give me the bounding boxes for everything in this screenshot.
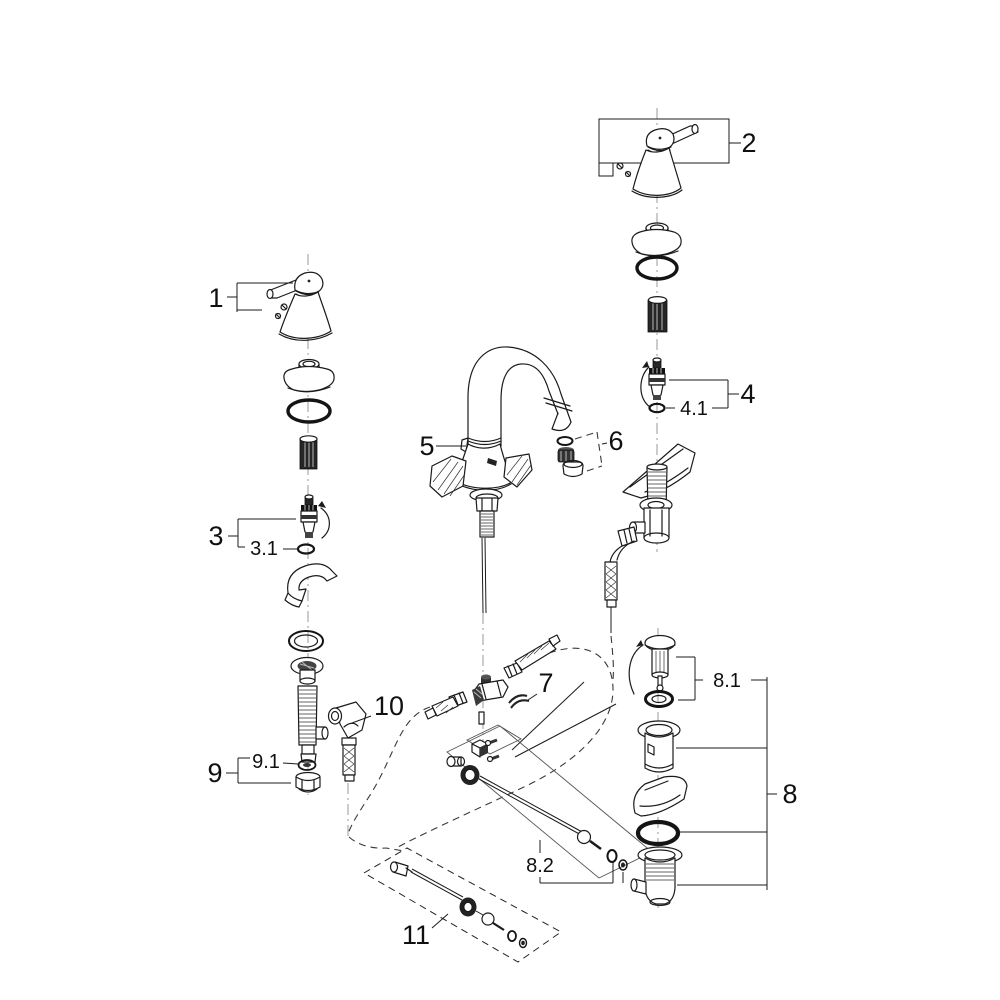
valve-body-right xyxy=(604,507,670,633)
rod-ball xyxy=(576,829,592,845)
sink-cutaway-hatch xyxy=(429,453,533,498)
part-label-3-1: 3.1 xyxy=(250,538,278,560)
cartridge-left xyxy=(300,494,330,539)
brand-mark xyxy=(487,458,497,466)
leader-10 xyxy=(351,715,372,724)
retaining-clip-7 xyxy=(508,694,530,709)
o-ring-4-1 xyxy=(648,402,666,414)
rod-assembly-11 xyxy=(363,847,562,963)
part-label-6: 6 xyxy=(608,426,623,456)
drain-popup-plug xyxy=(628,634,676,695)
washer-9-1 xyxy=(297,759,317,771)
part-label-4: 4 xyxy=(740,379,755,409)
part-label-4-1: 4.1 xyxy=(680,398,708,420)
cartridge-right xyxy=(640,357,666,408)
leader-8 xyxy=(676,656,777,890)
part-label-5: 5 xyxy=(419,431,434,461)
part-label-8-2: 8.2 xyxy=(526,855,554,877)
leader-11 xyxy=(431,913,449,929)
pivot-pin xyxy=(478,711,485,725)
leader-6 xyxy=(601,442,608,445)
handle-skirt xyxy=(279,291,332,339)
handle-set-screws xyxy=(274,303,288,320)
escutcheon-right xyxy=(631,222,682,257)
aerator xyxy=(556,436,584,478)
part-label-2: 2 xyxy=(741,128,756,158)
hose-connection-leader xyxy=(511,681,585,751)
handle-left xyxy=(266,271,333,341)
dashed-box xyxy=(363,847,562,963)
part-label-3: 3 xyxy=(208,521,223,551)
part-label-9: 9 xyxy=(207,758,222,788)
rotation-arrow xyxy=(640,366,651,408)
extension-sleeve-right xyxy=(647,296,668,333)
handle-right xyxy=(616,123,699,198)
popup-rod-hardware xyxy=(446,738,628,871)
supply-tee xyxy=(424,634,561,725)
threaded-shank-left xyxy=(297,685,329,763)
leader-8-2 xyxy=(539,840,624,884)
rotation-arrow xyxy=(628,644,644,695)
part-label-1: 1 xyxy=(208,283,223,313)
hose-connection-leader xyxy=(514,703,617,758)
leader-3 xyxy=(228,518,297,550)
gasket-left xyxy=(288,630,324,652)
lift-rod xyxy=(481,537,487,614)
handle-set-screws xyxy=(616,162,632,178)
o-ring-left-escutcheon xyxy=(286,398,332,424)
rotation-arrow xyxy=(320,507,330,539)
mounting-nut-9 xyxy=(295,771,321,793)
leader-9 xyxy=(226,757,299,784)
handle-skirt xyxy=(632,147,682,196)
o-ring-3-1 xyxy=(296,543,316,555)
spout-shank xyxy=(469,488,503,614)
hose-elbow-10 xyxy=(327,701,367,782)
drain-body xyxy=(630,846,683,907)
drain-seal-ring xyxy=(644,690,674,708)
lever-end-cap xyxy=(691,123,699,135)
mounting-wedge-left xyxy=(284,563,338,608)
rod xyxy=(410,868,464,901)
part-label-7: 7 xyxy=(538,668,553,698)
part-label-8-1: 8.1 xyxy=(713,670,741,692)
leader-1 xyxy=(227,282,293,312)
o-ring-right-escutcheon xyxy=(635,255,679,281)
extension-sleeve-left xyxy=(299,435,318,470)
drain-o-ring xyxy=(635,819,681,847)
escutcheon-left xyxy=(283,358,335,393)
mounting-wedge-drain xyxy=(633,775,688,817)
lever-end-cap xyxy=(266,288,274,300)
part-label-9-1: 9.1 xyxy=(252,751,280,773)
drain-flange xyxy=(637,720,681,773)
leader-6-dashed xyxy=(574,431,603,472)
leader-7 xyxy=(527,693,538,701)
labels-and-leaders: 1 2 3 3.1 4 4.1 5 6 7 8 8.1 8.2 9 9.1 10… xyxy=(207,128,797,950)
flanged-bushing-left xyxy=(290,656,324,685)
part-label-11: 11 xyxy=(402,920,430,950)
part-label-8: 8 xyxy=(782,779,797,809)
hose-routing-dashed-paths xyxy=(347,635,617,852)
tee-braided-hose-right xyxy=(514,640,557,671)
part-label-10: 10 xyxy=(374,691,404,721)
spout xyxy=(454,346,573,491)
popup-rod xyxy=(478,775,585,837)
handle-knob xyxy=(294,271,324,295)
leader-4 xyxy=(666,379,739,409)
